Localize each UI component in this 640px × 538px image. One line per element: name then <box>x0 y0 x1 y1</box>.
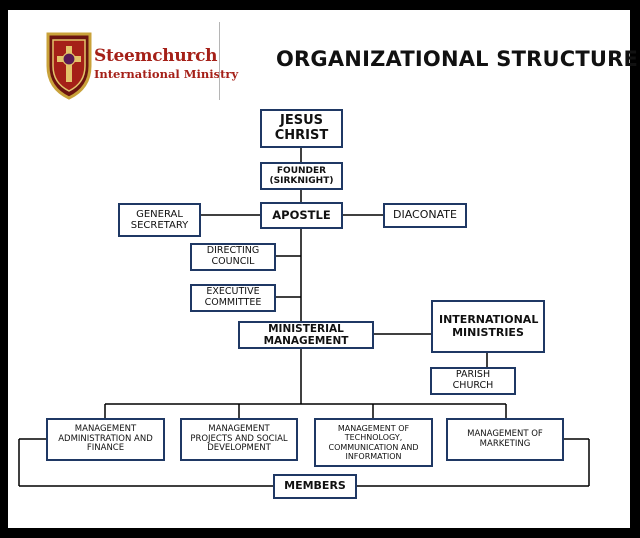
node-management-marketing: MANAGEMENT OF MARKETING <box>446 418 564 461</box>
header-divider <box>219 22 220 100</box>
node-parish-church: PARISH CHURCH <box>430 367 516 395</box>
logo-subtitle: International Ministry <box>94 67 239 81</box>
node-management-technology: MANAGEMENT OF TECHNOLOGY, COMMUNICATION … <box>314 418 433 467</box>
shield-crest-icon <box>46 32 92 100</box>
node-executive-committee: EXECUTIVE COMMITTEE <box>190 284 276 312</box>
node-management-administration: MANAGEMENT ADMINISTRATION AND FINANCE <box>46 418 165 461</box>
node-general-secretary: GENERAL SECRETARY <box>118 203 201 237</box>
node-management-projects: MANAGEMENT PROJECTS AND SOCIAL DEVELOPME… <box>180 418 298 461</box>
node-international-ministries: INTERNATIONAL MINISTRIES <box>431 300 545 353</box>
node-directing-council: DIRECTING COUNCIL <box>190 243 276 271</box>
node-jesus-christ: JESUS CHRIST <box>260 109 343 148</box>
node-members: MEMBERS <box>273 474 357 499</box>
logo-title: Steemchurch <box>94 46 218 66</box>
node-diaconate: DIACONATE <box>383 203 467 228</box>
page-title: ORGANIZATIONAL STRUCTURE <box>276 47 639 71</box>
node-apostle: APOSTLE <box>260 202 343 229</box>
steemchurch-logo: Steemchurch International Ministry <box>44 26 238 100</box>
node-founder: FOUNDER (SIRKNIGHT) <box>260 162 343 190</box>
node-ministerial-management: MINISTERIAL MANAGEMENT <box>238 321 374 349</box>
